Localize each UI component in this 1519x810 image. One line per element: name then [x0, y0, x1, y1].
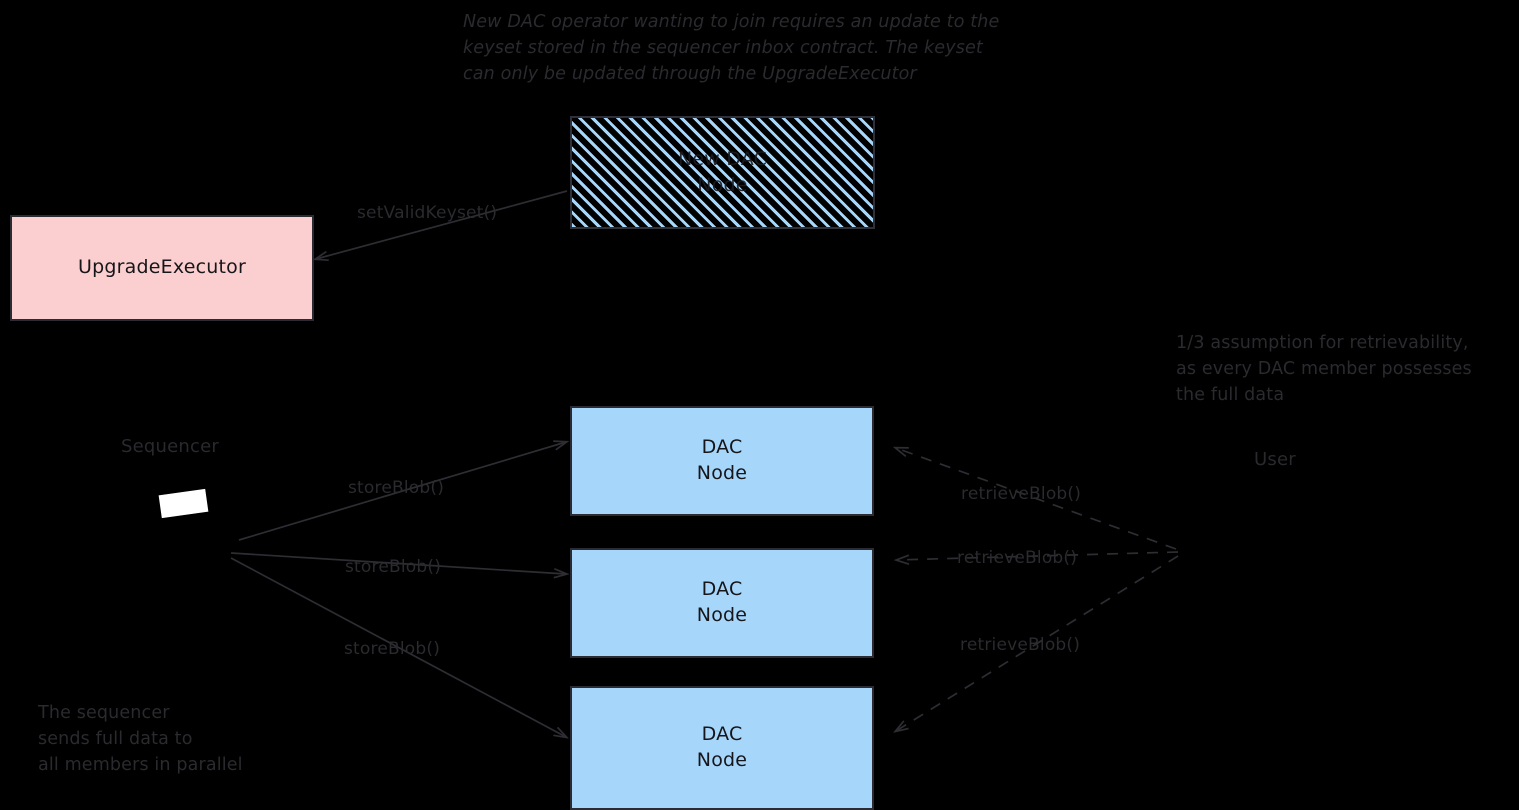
edge-label-retrieve-blob-3: retrieveBlob()	[960, 635, 1081, 655]
node-dac-node-3[interactable]: DAC Node	[570, 686, 874, 810]
edge-label-retrieve-blob-2: retrieveBlob()	[957, 548, 1078, 568]
node-upgrade-executor-label: UpgradeExecutor	[78, 256, 246, 279]
annotation-sequencer-parallel: The sequencer sends full data to all mem…	[38, 703, 243, 775]
edge-label-set-valid-keyset: setValidKeyset()	[357, 203, 498, 223]
node-new-dac-node-label: New DAC Node	[677, 147, 768, 196]
edge-label-store-blob-3: storeBlob()	[344, 639, 441, 659]
node-dac-node-1[interactable]: DAC Node	[570, 406, 874, 516]
annotation-keyset-update: New DAC operator wanting to join require…	[463, 12, 1000, 84]
edge-label-retrieve-blob-1: retrieveBlob()	[961, 484, 1082, 504]
edge-set-valid-keyset	[316, 190, 568, 259]
edge-label-store-blob-1: storeBlob()	[348, 478, 445, 498]
label-user: User	[1254, 449, 1296, 470]
node-dac-node-1-label: DAC Node	[696, 436, 748, 484]
label-sequencer: Sequencer	[121, 436, 219, 457]
node-dac-node-3-label: DAC Node	[696, 723, 748, 771]
node-new-dac-node[interactable]: New DAC Node	[570, 116, 875, 229]
node-dac-node-2[interactable]: DAC Node	[570, 548, 874, 658]
annotation-retrievability: 1/3 assumption for retrievability, as ev…	[1176, 333, 1472, 405]
node-upgrade-executor[interactable]: UpgradeExecutor	[10, 215, 314, 321]
node-dac-node-2-label: DAC Node	[696, 578, 748, 626]
edge-label-store-blob-2: storeBlob()	[345, 557, 442, 577]
sequencer-glyph-icon	[158, 488, 209, 519]
